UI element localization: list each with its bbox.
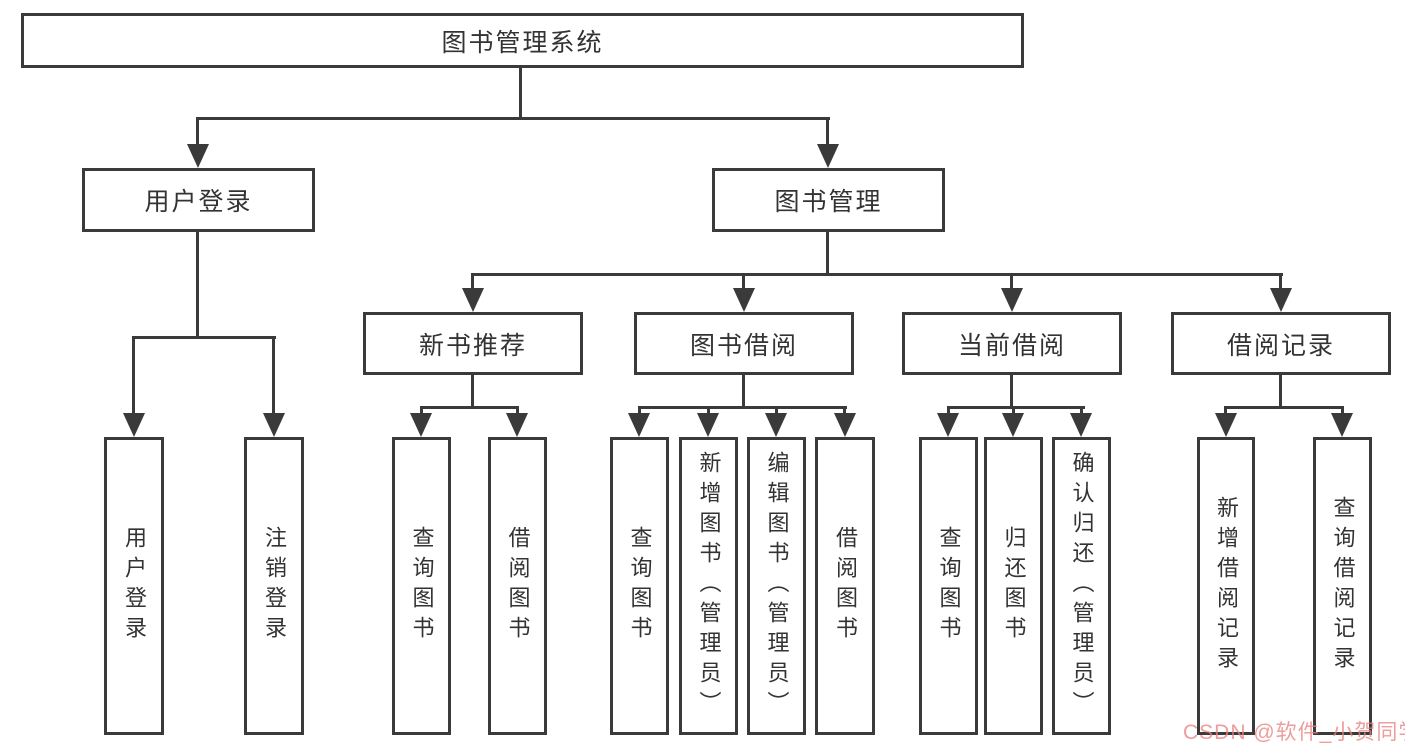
connector-hline [947,406,1085,409]
leaf-label: 借阅图书 [505,526,531,646]
node-label: 图书管理系统 [441,28,604,57]
node-label: 当前借阅 [957,331,1066,360]
connector-vline [1279,375,1282,406]
arrow-down-icon [1002,413,1024,437]
leaf-label: 注销登录 [262,526,287,646]
leaf-borrow-books-recommend: 借阅图书 [488,437,547,735]
leaf-confirm-return-admin: 确认归还（管理员） [1052,437,1111,735]
connector-vline [775,406,778,413]
arrow-down-icon [817,144,839,168]
connector-vline [826,117,829,146]
arrow-down-icon [462,288,484,312]
connector-vline [519,68,522,117]
node-user-login: 用户登录 [82,168,315,232]
leaf-label: 归还图书 [1001,526,1027,646]
connector-hline [638,406,847,409]
watermark: CSDN @软件_小贺同学 [1183,721,1405,744]
connector-vline [742,375,745,406]
leaf-label: 新增借阅记录 [1214,496,1239,676]
leaf-query-books-current: 查询图书 [919,437,978,735]
arrow-down-icon [765,413,787,437]
leaf-label: 借阅图书 [833,526,858,646]
connector-vline [420,406,423,413]
arrow-down-icon [937,413,959,437]
arrow-down-icon [628,413,650,437]
leaf-add-books-admin: 新增图书（管理员） [679,437,738,735]
leaf-add-borrow-record: 新增借阅记录 [1197,437,1255,735]
arrow-down-icon [834,413,856,437]
connector-vline [1224,406,1227,413]
node-label: 用户登录 [144,188,253,216]
connector-vline [826,232,829,273]
leaf-label: 查询借阅记录 [1330,496,1356,676]
arrow-down-icon [1070,413,1092,437]
leaf-label: 查询图书 [409,526,435,646]
arrow-down-icon [410,413,432,437]
arrow-down-icon [1270,288,1292,312]
connector-vline [471,273,474,288]
node-label: 新书推荐 [418,331,527,360]
leaf-query-books-borrowing: 查询图书 [610,437,669,735]
connector-hline [471,273,1283,276]
connector-vline [1080,406,1083,413]
node-book-borrowing: 图书借阅 [634,312,854,375]
connector-vline [471,375,474,406]
node-library-system: 图书管理系统 [21,13,1024,68]
node-borrow-records: 借阅记录 [1171,312,1391,375]
leaf-label: 编辑图书（管理员） [764,451,790,721]
leaf-edit-books-admin: 编辑图书（管理员） [747,437,806,735]
connector-vline [638,406,641,413]
arrow-down-icon [506,413,528,437]
connector-hline [196,117,830,120]
leaf-logout: 注销登录 [244,437,304,735]
arrow-down-icon [1331,413,1353,437]
leaf-query-books-recommend: 查询图书 [392,437,451,735]
connector-vline [1279,273,1282,288]
leaf-query-borrow-record: 查询借阅记录 [1313,437,1372,735]
connector-vline [132,336,135,413]
arrow-down-icon [1001,288,1023,312]
connector-vline [707,406,710,413]
connector-vline [196,232,199,336]
connector-vline [272,336,275,413]
connector-hline [1224,406,1344,409]
arrow-down-icon [263,413,285,437]
connector-hline [132,336,276,339]
connector-vline [1012,406,1015,413]
node-new-book-recommend: 新书推荐 [363,312,583,375]
leaf-label: 新增图书（管理员） [696,451,722,721]
connector-vline [947,406,950,413]
node-current-borrowing: 当前借阅 [902,312,1122,375]
connector-vline [1010,273,1013,288]
connector-vline [516,406,519,413]
arrow-down-icon [123,413,145,437]
leaf-borrow-books-borrowing: 借阅图书 [815,437,875,735]
connector-vline [1341,406,1344,413]
connector-hline [420,406,519,409]
arrow-down-icon [187,144,209,168]
arrow-down-icon [697,413,719,437]
connector-vline [1010,375,1013,406]
node-book-management: 图书管理 [712,168,945,232]
leaf-label: 用户登录 [122,526,147,646]
connector-vline [196,117,199,146]
arrow-down-icon [1215,413,1237,437]
node-label: 图书借阅 [689,331,798,360]
leaf-label: 查询图书 [936,526,962,646]
leaf-return-books: 归还图书 [984,437,1043,735]
connector-vline [742,273,745,288]
leaf-label: 查询图书 [627,526,653,646]
node-label: 图书管理 [774,188,883,216]
arrow-down-icon [733,288,755,312]
leaf-user-login: 用户登录 [104,437,164,735]
leaf-label: 确认归还（管理员） [1069,451,1095,721]
connector-vline [843,406,846,413]
node-label: 借阅记录 [1226,331,1335,360]
